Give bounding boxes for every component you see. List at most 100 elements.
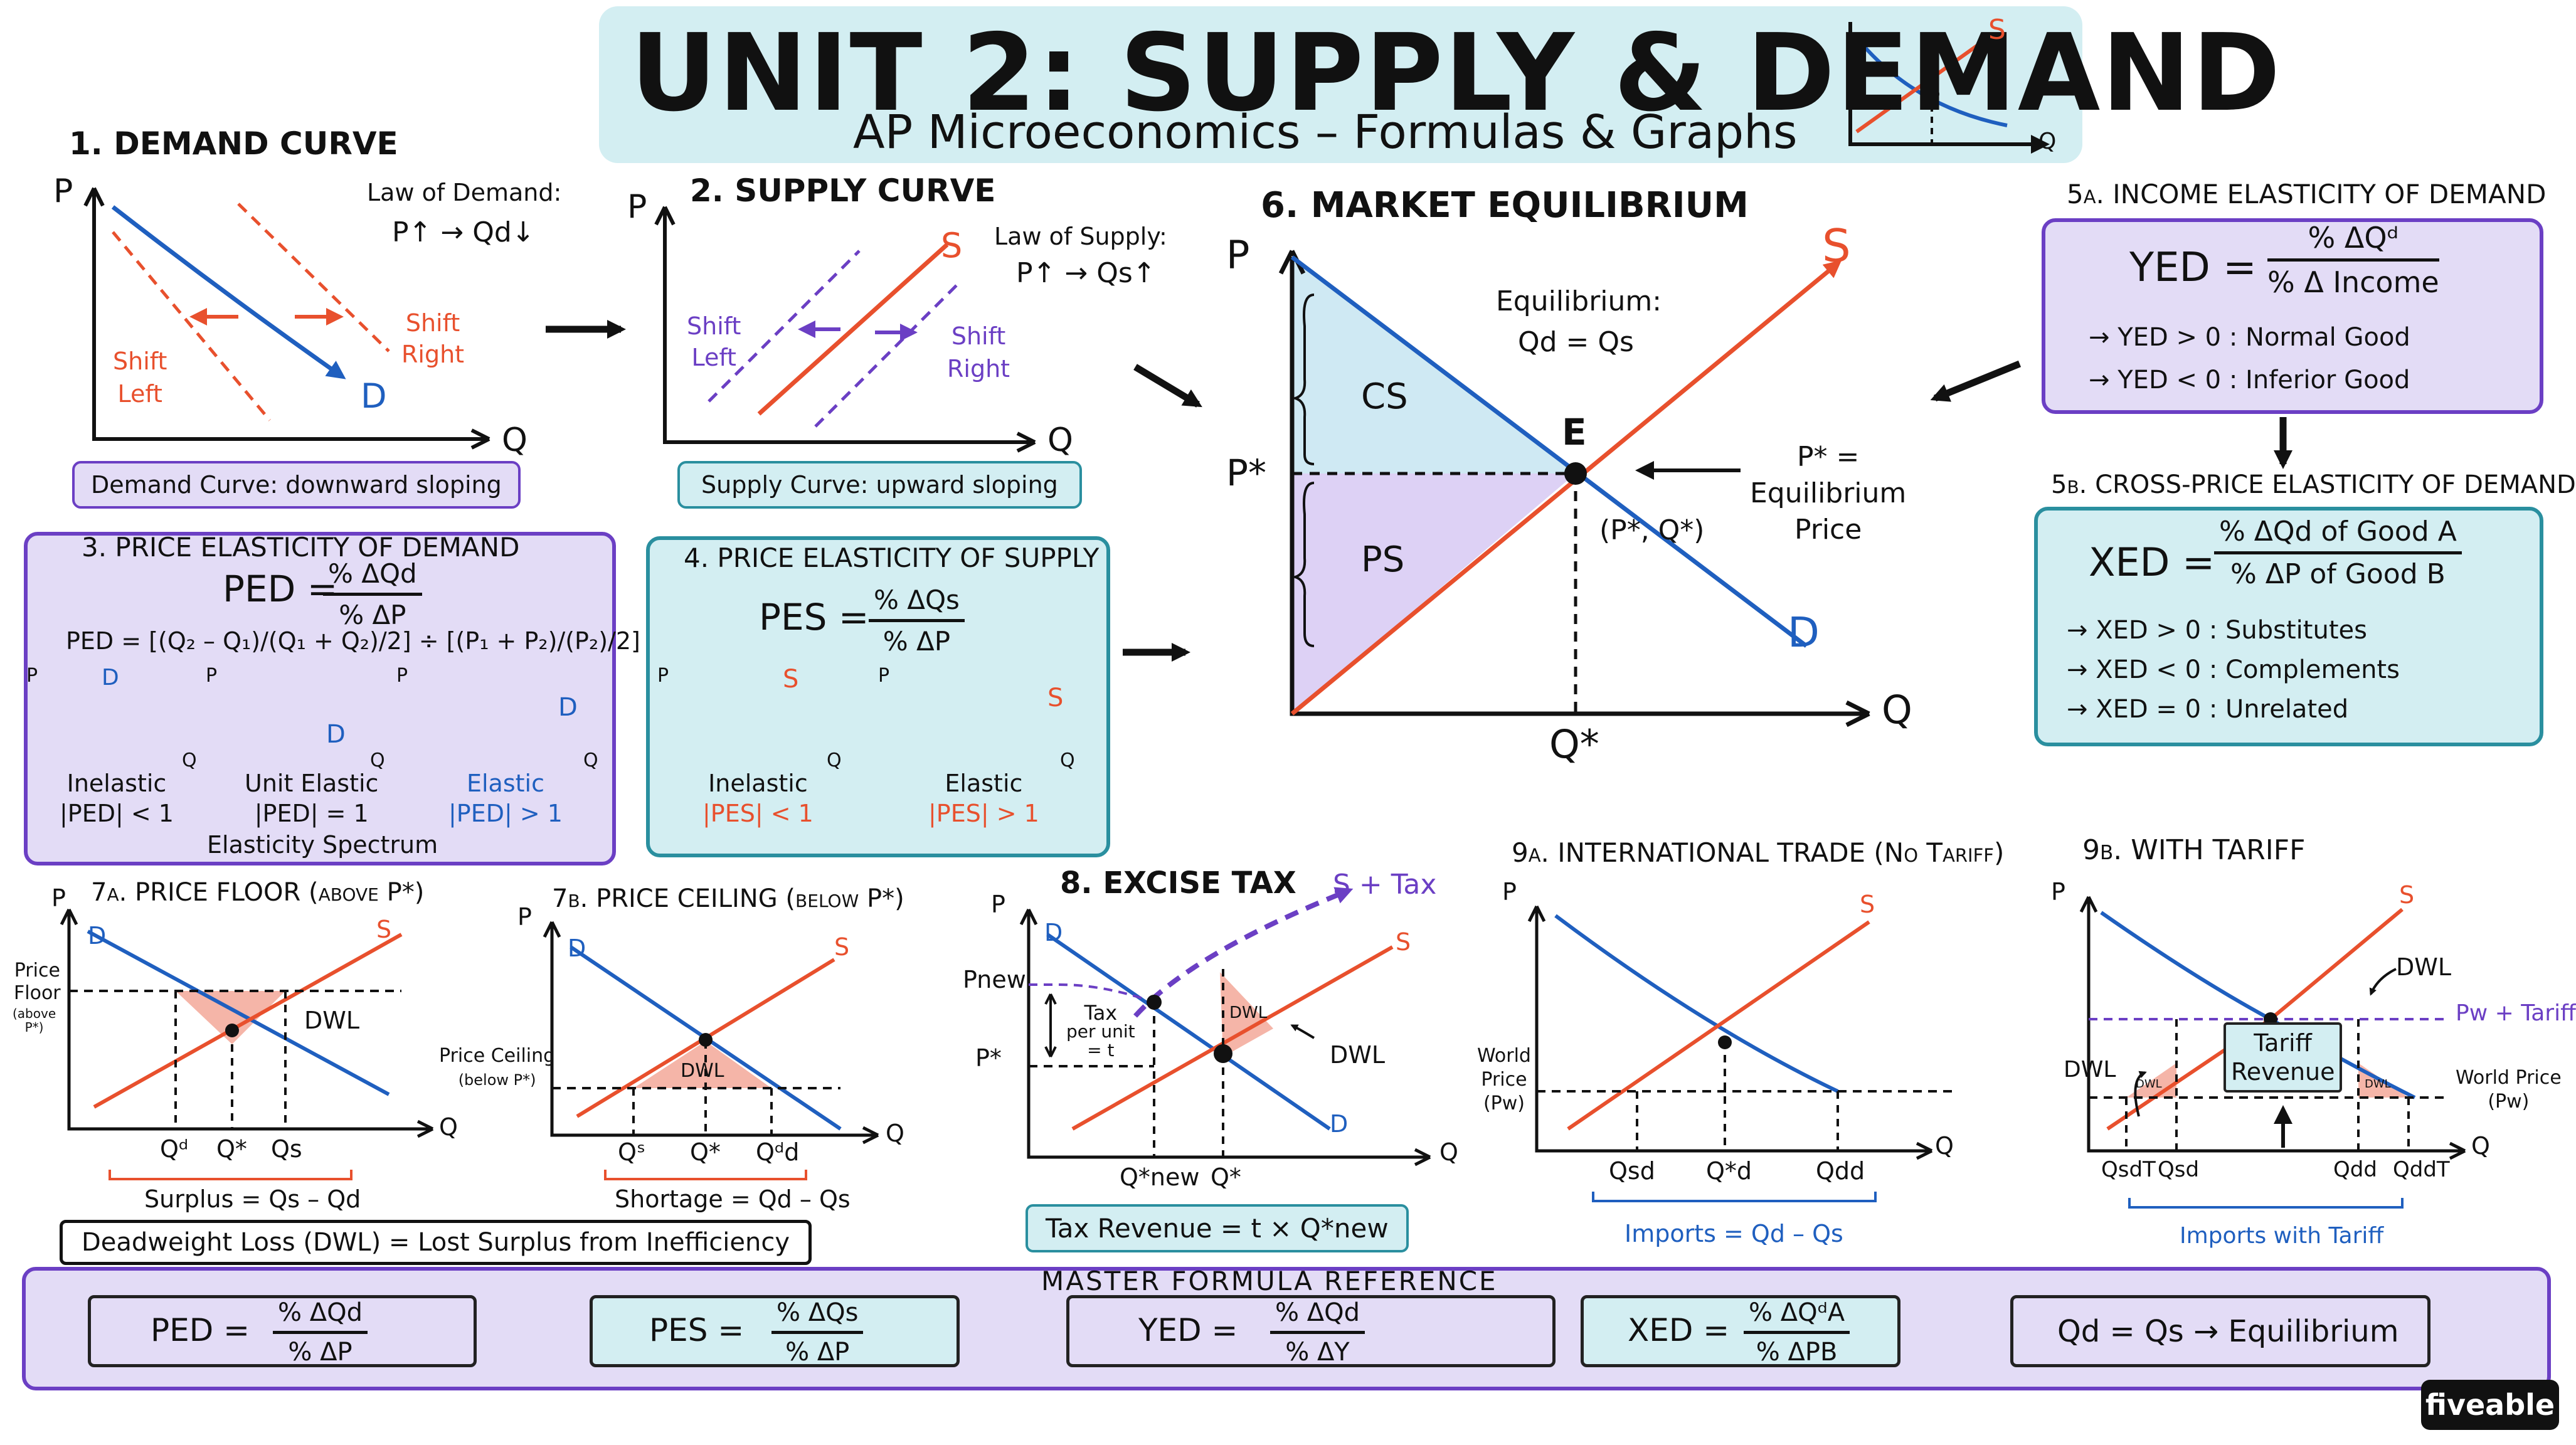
floor-tick-qs: Qs [271,1135,302,1163]
law-of-demand: P↑ → Qd↓ [392,216,535,248]
equilibrium-heading: 6. MARKET EQUILIBRIUM [1261,185,1749,226]
floor-supply-label: S [376,916,392,943]
yed-rule-inferior: → YED < 0 : Inferior Good [2089,366,2410,394]
master-xed: XED = % ΔQᵈA% ΔPB [1581,1295,1900,1367]
tax-p-star-label: P* [975,1044,1002,1072]
tariff-tick-qd: Qdd [2333,1157,2377,1182]
tax-axis-p: P [991,891,1005,918]
xed-rule-substitutes: → XED > 0 : Substitutes [2067,616,2367,645]
trade-axis-p: P [1502,878,1517,906]
yed-lhs: YED = [2129,245,2257,291]
ceiling-axis-p: P [517,903,532,931]
yed-rule-normal: → YED > 0 : Normal Good [2089,323,2410,352]
tariff-dwl-area-right: DWL [2365,1077,2391,1091]
title-mini-q-label: Q [2038,129,2057,154]
supply-curve-heading: 2. SUPPLY CURVE [690,172,996,209]
ped-fraction: % ΔQd% ΔP [323,558,422,630]
flow-arrow-2 [1133,364,1202,408]
ceiling-shortage: Shortage = Qd – Qs [615,1185,851,1213]
ped-unit-elastic: Unit Elastic|PED| = 1 [245,770,379,827]
tax-dwl-label: DWL [1330,1041,1386,1069]
ped-graph3-d: D [558,693,578,722]
ped-graph1-q: Q [182,749,197,771]
producer-surplus-label: PS [1361,539,1405,580]
tariff-graph [2079,896,2466,1209]
ped-heading: 3. PRICE ELASTICITY OF DEMAND [82,532,520,563]
tax-supply-label: S [1396,928,1411,956]
s-plus-tax-label: S + Tax [1333,869,1437,901]
ceiling-dwl: DWL [681,1060,724,1082]
floor-dwl: DWL [304,1007,360,1034]
trade-heading: 9a. INTERNATIONAL TRADE (No Tariff) [1512,837,2005,868]
ped-inelastic: Inelastic|PED| < 1 [60,770,174,827]
ceiling-axis-q: Q [886,1119,904,1147]
p-star-label: P* [1226,452,1266,494]
ceiling-demand-label: D [568,934,586,962]
tariff-dwl-top: DWL [2396,953,2452,981]
xed-rule-unrelated: → XED = 0 : Unrelated [2067,695,2349,724]
pes-graph2-p: P [878,665,890,687]
floor-demand-label: D [88,922,107,950]
trade-tick-qd: Qdd [1816,1157,1865,1185]
tax-dwl-area: DWL [1229,1003,1268,1022]
eq-supply-label: S [1822,220,1851,272]
yed-box [2042,218,2543,414]
elasticity-spectrum: Elasticity Spectrum [207,831,438,859]
eq-demand-label: D [1788,608,1820,657]
excise-tax-heading: 8. EXCISE TAX [1060,865,1296,901]
xed-heading: 5b. CROSS-PRICE ELASTICITY OF DEMAND [2051,470,2576,499]
q-star-label: Q* [1549,721,1599,767]
master-pes: PES = % ΔQs% ΔP [590,1295,960,1367]
demand-curve-heading: 1. DEMAND CURVE [69,125,398,162]
trade-supply-label: S [1860,891,1875,918]
equilibrium-title: Equilibrium: [1496,285,1662,317]
ped-graph3-q: Q [583,749,598,771]
xed-lhs: XED = [2089,539,2215,585]
xed-fraction: % ΔQd of Good A% ΔP of Good B [2214,516,2462,590]
ceiling-tick-qstar: Q* [690,1138,721,1166]
flow-arrow-3 [1930,360,2022,402]
equilibrium-condition: Qd = Qs [1518,326,1634,358]
tariff-world-price: World Price(Pw) [2456,1067,2562,1113]
tariff-axis-p: P [2051,878,2065,906]
tariff-dwl-area-left: DWL [2136,1077,2162,1091]
demand-curve-graph [83,187,490,450]
tariff-imports: Imports with Tariff [2180,1223,2384,1249]
tariff-tick-qdt: QddT [2393,1157,2450,1182]
pes-inelastic: Inelastic|PES| < 1 [702,770,814,827]
title-banner [599,6,2082,163]
consumer-surplus-label: CS [1361,376,1408,417]
trade-tick-qs: Qsd [1609,1157,1655,1185]
supply-axis-q: Q [1047,421,1073,459]
supply-curve-label: S [941,226,963,265]
xed-rule-complements: → XED < 0 : Complements [2067,655,2400,684]
price-floor-heading: 7a. PRICE FLOOR (above P*) [91,878,425,907]
ped-elastic: Elastic|PED| > 1 [448,770,563,827]
tax-demand-label: D [1044,919,1063,946]
ped-graph2-q: Q [370,749,385,771]
demand-curve-label: D [361,376,387,416]
trade-imports: Imports = Qd – Qs [1625,1220,1843,1247]
demand-axis-p: P [53,172,73,210]
pw-plus-tariff-label: Pw + Tariff [2456,1000,2576,1026]
price-ceiling-graph [543,921,879,1180]
ped-box [24,532,616,865]
demand-axis-q: Q [502,421,527,459]
ped-graph2-p: P [206,665,218,687]
price-ceiling-label: Price Ceiling(below P*) [439,1045,556,1089]
eq-axis-q: Q [1882,687,1912,733]
tax-tick-qnew: Q*new [1120,1163,1200,1191]
floor-tick-qd: Qᵈ [160,1135,189,1163]
trade-graph [1527,905,1957,1202]
page-title: UNIT 2: SUPPLY & DEMAND [630,11,2282,135]
tax-axis-q: Q [1439,1138,1458,1166]
title-mini-graph [1848,22,2050,154]
supply-axis-p: P [627,188,647,226]
